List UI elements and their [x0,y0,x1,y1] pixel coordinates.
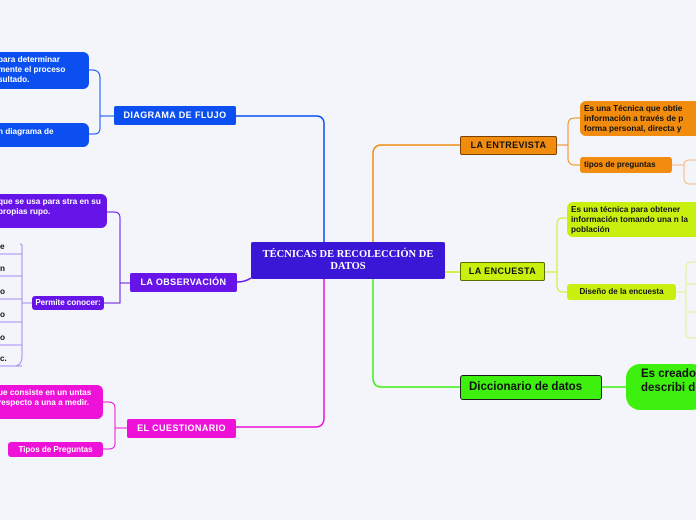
entrevista-description-note[interactable]: Es una Técnica que obtie información a t… [580,101,696,136]
topic-la-observacion[interactable]: LA OBSERVACIÓN [130,273,237,292]
central-topic[interactable]: TÉCNICAS DE RECOLECCIÓN DE DATOS [251,242,445,279]
topic-diccionario-de-datos[interactable]: Diccionario de datos [460,375,602,400]
encuesta-description-note[interactable]: Es una técnica para obtener información … [567,202,696,237]
cuestionario-description-note[interactable]: ue consiste en un untas respecto a una a… [0,385,103,419]
tipos-de-preguntas-entrevista[interactable]: tipos de preguntas [580,157,672,173]
topic-la-encuesta[interactable]: LA ENCUESTA [460,262,545,281]
tipos-de-preguntas-cuestionario[interactable]: Tipos de Preguntas [8,442,103,457]
link-observacion [236,277,252,283]
link-cuestionario [236,279,325,428]
permite-conocer-label[interactable]: Permite conocer: [32,296,104,310]
observacion-item[interactable]: e [0,242,5,251]
topic-el-cuestionario[interactable]: EL CUESTIONARIO [127,419,236,438]
diseno-de-la-encuesta[interactable]: Diseño de la encuesta [567,284,676,300]
observacion-description-note[interactable]: que se usa para stra en su propias rupo. [0,194,107,228]
link-entrevista [372,144,460,242]
link-diccionario [372,279,460,388]
observacion-item[interactable]: o [0,310,6,319]
diagrama-note-2[interactable]: n diagrama de [0,123,89,147]
topic-la-entrevista[interactable]: LA ENTREVISTA [460,136,557,155]
diagrama-description-note[interactable]: para determinar mente el proceso sultado… [0,52,89,89]
link-diagrama [236,115,325,242]
observacion-item[interactable]: n [0,264,6,273]
observacion-item[interactable]: o [0,287,6,296]
topic-diagrama-de-flujo[interactable]: DIAGRAMA DE FLUJO [114,106,236,125]
observacion-item[interactable]: c. [0,354,7,363]
observacion-item[interactable]: o [0,333,6,342]
diccionario-description-note[interactable]: Es creado describi de: [626,364,696,410]
